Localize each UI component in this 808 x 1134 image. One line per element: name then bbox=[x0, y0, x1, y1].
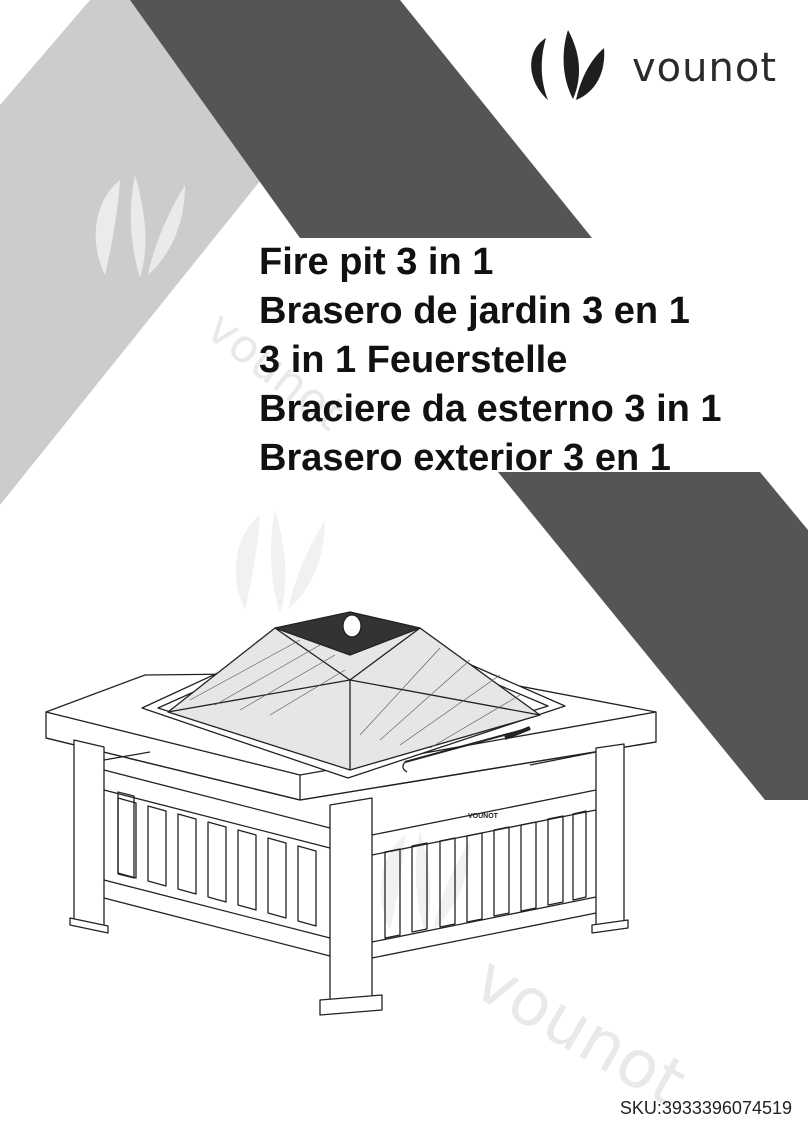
right-side-slats bbox=[384, 810, 587, 939]
product-titles: Fire pit 3 in 1 Brasero de jardin 3 en 1… bbox=[259, 238, 722, 483]
brand-name: vounot bbox=[632, 45, 778, 91]
product-title-en: Fire pit 3 in 1 bbox=[259, 241, 494, 283]
product-title-de: 3 in 1 Feuerstelle bbox=[259, 339, 568, 381]
watermark-leaf-icon bbox=[95, 175, 185, 278]
dark-gray-band-bottom bbox=[498, 472, 808, 800]
product-title-fr: Brasero de jardin 3 en 1 bbox=[259, 290, 690, 332]
product-title-es: Brasero exterior 3 en 1 bbox=[259, 437, 671, 479]
fire-pit-illustration bbox=[45, 611, 657, 1016]
watermark-leaf-icon bbox=[235, 510, 325, 613]
product-stamp: VOUNOT bbox=[468, 813, 499, 820]
sku-label: SKU:3933396074519 bbox=[619, 1098, 792, 1118]
watermark-leaf-icon bbox=[380, 830, 470, 933]
mesh-screen bbox=[167, 627, 541, 771]
leaf-logo-icon bbox=[531, 30, 605, 100]
left-side-slats bbox=[117, 791, 135, 879]
product-title-it: Braciere da esterno 3 in 1 bbox=[259, 388, 722, 430]
dark-gray-band-top bbox=[130, 0, 592, 238]
